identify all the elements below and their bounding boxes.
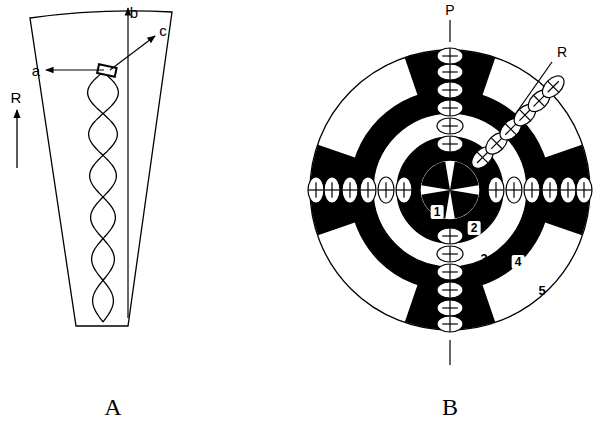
panel-label: B (442, 395, 458, 419)
zone-ring (373, 113, 527, 267)
helix (88, 72, 119, 322)
axis-label: R (557, 45, 567, 59)
crystal-ellipse (437, 82, 463, 98)
target (308, 20, 592, 365)
crystal-ellipse (378, 177, 394, 203)
crystal-ellipse (342, 177, 358, 203)
zone-ring (350, 90, 550, 290)
panel-label: A (104, 395, 121, 419)
axis-label: P (445, 3, 454, 17)
crystal-ellipse (437, 48, 463, 64)
crystal-ellipse (560, 177, 576, 203)
axis-label: a (32, 63, 40, 78)
zone-number: 1 (431, 205, 444, 219)
zone-number: 3 (480, 252, 487, 265)
center-quadrant (421, 161, 450, 190)
axis-tick (449, 20, 450, 42)
axis-label: b (130, 5, 138, 20)
axis-a (46, 69, 104, 70)
crystal-ellipse (576, 177, 592, 203)
crystal-ellipse (360, 177, 376, 203)
zone-number: 5 (538, 284, 545, 297)
helix-strand (88, 72, 118, 322)
crystal-ellipse (437, 118, 463, 134)
crystal-ellipse (437, 246, 463, 262)
crystal-ellipse (437, 100, 463, 116)
center-quadrant (421, 190, 450, 219)
zone-ring (420, 160, 480, 220)
crystal-ellipse (437, 282, 463, 298)
crystal-ellipse (437, 136, 463, 152)
crystal-ellipse (538, 72, 568, 102)
center-quadrant (450, 190, 479, 219)
crystal-ellipse (437, 64, 463, 80)
axis-label: R (11, 90, 22, 105)
crystal-ellipse (396, 177, 412, 203)
crystal-ellipse (308, 177, 324, 203)
crystal-ellipse (524, 177, 540, 203)
crystal-ellipse (437, 316, 463, 332)
crystal-ellipse (506, 177, 522, 203)
arrow-r (16, 110, 17, 168)
helix-strand (89, 72, 119, 322)
axis-tick (449, 340, 450, 365)
crystal-ellipse (488, 177, 504, 203)
axis-c (110, 36, 155, 70)
axis-label: c (159, 23, 167, 38)
cone-outline (30, 11, 172, 326)
zone-ring (310, 50, 590, 330)
zone-number: 4 (512, 255, 525, 269)
crystal-ellipse (324, 177, 340, 203)
crystal-ellipse (542, 177, 558, 203)
crystal-ellipse (437, 264, 463, 280)
crystal-ellipse (437, 300, 463, 316)
zone-number: 2 (468, 221, 481, 235)
axis-b (127, 8, 128, 318)
crystal-ellipse (437, 228, 463, 244)
